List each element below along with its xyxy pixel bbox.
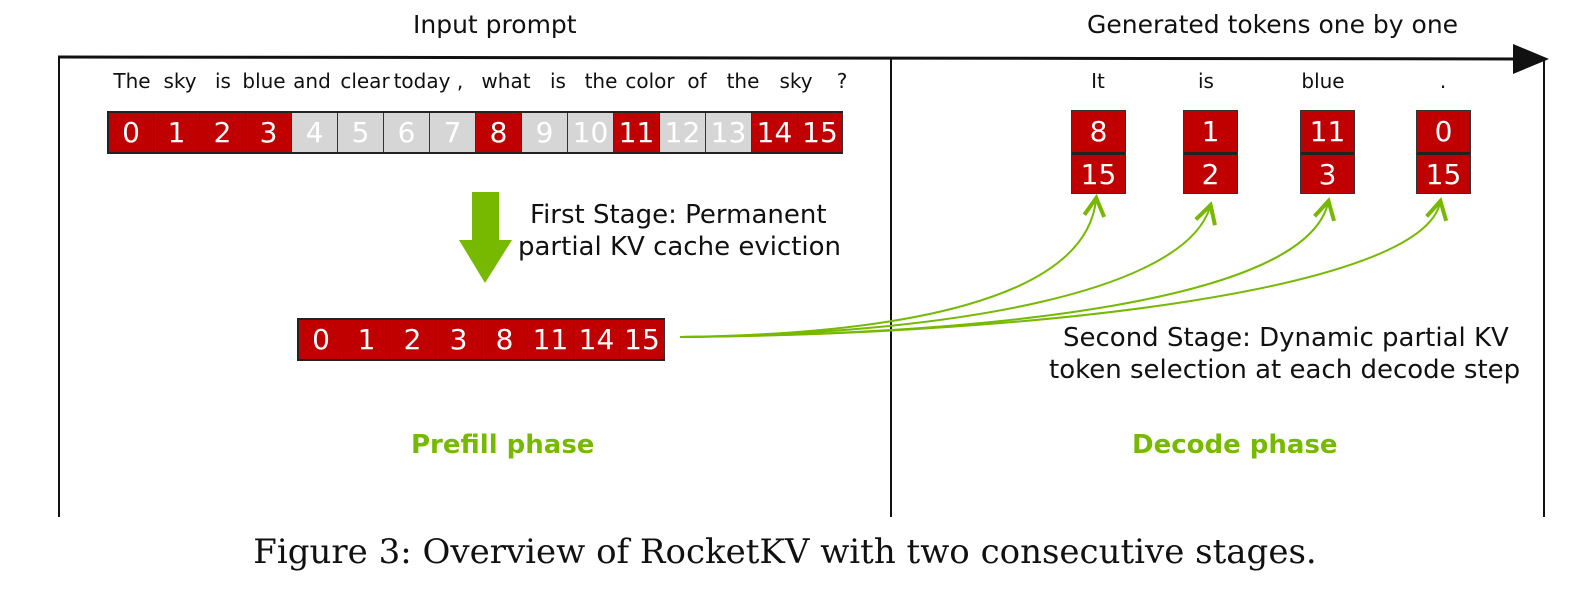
prompt-word: , [456,69,464,93]
token-cell: 0 [107,113,153,152]
generated-word: . [1439,69,1447,93]
selected-token-cell: 3 [1301,152,1354,193]
selected-token-cell: 1 [1184,111,1237,152]
token-cell: 2 [199,113,245,152]
token-cell: 3 [245,113,291,152]
token-cell: 5 [337,113,383,152]
kept-token-cell: 8 [481,320,527,359]
input-token-strip: 0 1 2 3 4 5 6 7 8 9 10 11 12 13 14 15 [107,111,843,154]
prompt-word: of [687,69,707,93]
token-cell: 7 [429,113,475,152]
token-cell: 15 [797,113,843,152]
token-cell: 13 [705,113,751,152]
prompt-word: The [113,69,151,93]
second-stage-line2: token selection at each decode step [1049,355,1521,385]
generated-word: is [1198,69,1214,93]
selected-tokens-stack: 11 3 [1300,110,1355,194]
token-cell: 11 [613,113,659,152]
token-cell: 4 [291,113,337,152]
prompt-word: and [293,69,331,93]
generated-word: It [1091,69,1105,93]
token-cell: 10 [567,113,613,152]
kept-token-cell: 11 [527,320,573,359]
prompt-word: clear [340,69,390,93]
token-cell: 8 [475,113,521,152]
selected-token-cell: 15 [1072,152,1125,193]
selected-tokens-stack: 8 15 [1071,110,1126,194]
second-stage-line1: Second Stage: Dynamic partial KV [1063,323,1509,353]
timeline-axis [57,43,1549,74]
generated-tokens-title: Generated tokens one by one [1087,10,1459,39]
kept-token-cell: 1 [343,320,389,359]
token-cell: 12 [659,113,705,152]
token-cell: 1 [153,113,199,152]
prompt-word: is [550,69,566,93]
figure-caption: Figure 3: Overview of RocketKV with two … [253,532,1317,572]
kept-token-cell: 2 [389,320,435,359]
token-cell: 6 [383,113,429,152]
prefill-phase-label: Prefill phase [411,430,595,460]
prompt-word: sky [779,69,813,93]
prompt-word: what [481,69,531,93]
selected-tokens-stack: 1 2 [1183,110,1238,194]
selected-tokens-stack: 0 15 [1416,110,1471,194]
prompt-word: the [726,69,760,93]
first-stage-line2: partial KV cache eviction [518,232,842,262]
prompt-word: color [625,69,675,93]
prompt-word: today [393,69,451,93]
selected-token-cell: 0 [1417,111,1470,152]
selected-token-cell: 8 [1072,111,1125,152]
kept-token-cell: 15 [619,320,665,359]
token-cell: 9 [521,113,567,152]
generated-word: blue [1301,69,1345,93]
kept-token-cell: 0 [297,320,343,359]
selected-token-cell: 11 [1301,111,1354,152]
kept-token-strip: 0 1 2 3 8 11 14 15 [297,318,665,361]
first-stage-line1: First Stage: Permanent [530,200,827,230]
eviction-arrow [459,192,512,283]
selection-arrow-4 [679,203,1440,338]
prompt-word: is [215,69,231,93]
decode-phase-label: Decode phase [1132,430,1338,460]
token-cell: 14 [751,113,797,152]
kept-token-cell: 14 [573,320,619,359]
first-stage-label: First Stage: Permanent partial KV cache … [518,199,841,263]
input-prompt-title: Input prompt [413,10,577,39]
selection-arrow-2 [679,207,1210,338]
prompt-word: the [584,69,618,93]
selected-token-cell: 15 [1417,152,1470,193]
prompt-word: ? [836,69,848,93]
selected-token-cell: 2 [1184,152,1237,193]
second-stage-label: Second Stage: Dynamic partial KV token s… [1049,322,1520,386]
prompt-word: blue [242,69,286,93]
kept-token-cell: 3 [435,320,481,359]
prompt-word: sky [163,69,197,93]
